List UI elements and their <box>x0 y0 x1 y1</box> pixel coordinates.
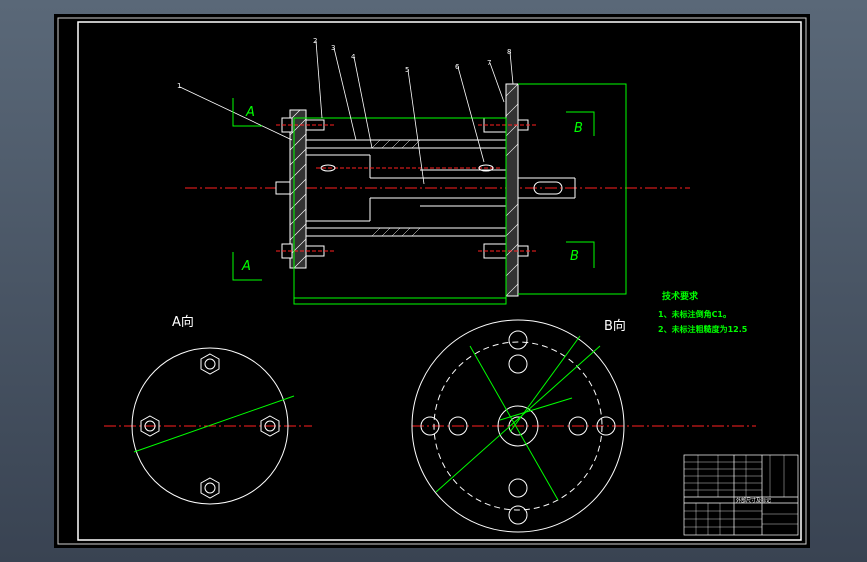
part-number-2: 2 <box>313 37 317 45</box>
section-markers <box>232 98 595 281</box>
part-number-4: 4 <box>351 53 356 61</box>
notes-line-1: 1、未标注倒角C1。 <box>658 309 731 319</box>
drawing-frame <box>77 21 802 541</box>
part-number-3: 3 <box>331 44 335 52</box>
sheet-border <box>57 17 807 545</box>
section-label-a-top: A <box>245 105 255 120</box>
view-b <box>411 319 756 533</box>
part-number-6: 6 <box>455 63 460 71</box>
title-block-text: 外部尺寸及标记 <box>736 497 771 504</box>
envelope-box-right <box>518 83 627 295</box>
section-label-b-top: B <box>574 121 583 136</box>
notes-line-2: 2、未标注粗糙度为12.5 <box>658 324 748 334</box>
part-numbers: 1 2 3 4 5 6 7 8 <box>177 37 511 90</box>
part-number-8: 8 <box>507 48 511 56</box>
view-a-label: A向 <box>172 314 194 330</box>
notes-title: 技术要求 <box>662 290 699 302</box>
section-label-b-bottom: B <box>570 249 579 264</box>
section-label-a-bottom: A <box>241 259 251 274</box>
title-block: 外部尺寸及标记 <box>683 454 799 536</box>
part-number-7: 7 <box>487 59 491 67</box>
part-number-5: 5 <box>405 66 409 74</box>
envelope-box-left <box>293 117 507 305</box>
main-section-view <box>179 40 690 305</box>
drawing-background <box>54 14 810 548</box>
technical-notes: 技术要求 1、未标注倒角C1。 2、未标注粗糙度为12.5 <box>658 290 748 334</box>
view-b-label: B向 <box>604 318 626 334</box>
part-number-1: 1 <box>177 82 181 90</box>
view-a <box>104 347 312 505</box>
